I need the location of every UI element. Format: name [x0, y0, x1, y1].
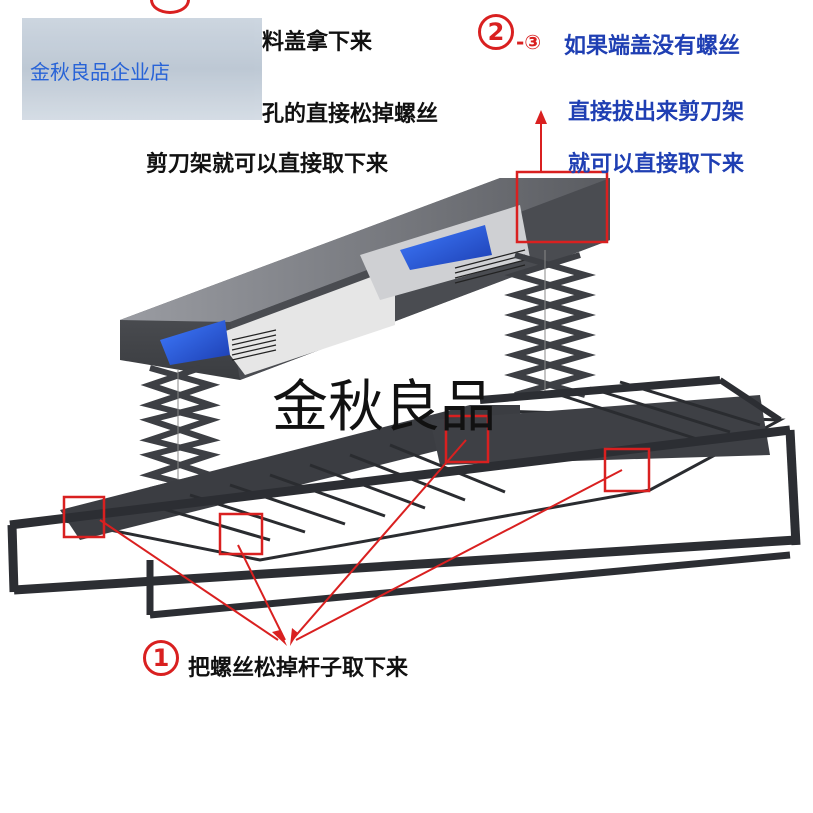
step-2-circle: 2 — [478, 14, 514, 50]
instruction-line-1: 料盖拿下来 — [262, 30, 373, 55]
blue-instruction-line-2: 直接拔出来剪刀架 — [568, 100, 745, 125]
instruction-line-3: 剪刀架就可以直接取下来 — [146, 152, 389, 177]
pointer-arrows — [99, 110, 623, 646]
highlight-endcap — [515, 170, 609, 244]
highlight-boxes — [62, 170, 651, 556]
step-range-marker: -③ — [516, 30, 542, 54]
blue-instruction-line-1: 如果端盖没有螺丝 — [564, 34, 741, 59]
highlight-screw-center — [444, 414, 490, 464]
blue-panel-right — [400, 225, 492, 270]
store-name: 金秋良品企业店 — [30, 60, 170, 84]
bottom-instruction: 把螺丝松掉杆子取下来 — [188, 656, 409, 681]
scissor-arm-right — [504, 252, 596, 398]
store-badge: 金秋良品企业店 — [22, 18, 262, 120]
instruction-line-2: 孔的直接松掉螺丝 — [262, 102, 439, 127]
scissor-arm-left — [139, 365, 221, 493]
highlight-screw-right — [603, 447, 651, 493]
highlight-screw-mid — [218, 512, 264, 556]
blue-instruction-line-3: 就可以直接取下来 — [568, 152, 745, 177]
highlight-screw-left — [62, 495, 106, 539]
watermark-text: 金秋良品 — [272, 375, 496, 440]
ceiling-housing — [120, 178, 610, 380]
rack-frame — [7, 376, 801, 619]
blue-panel-left — [160, 320, 230, 365]
step-1-circle: 1 — [143, 640, 179, 676]
